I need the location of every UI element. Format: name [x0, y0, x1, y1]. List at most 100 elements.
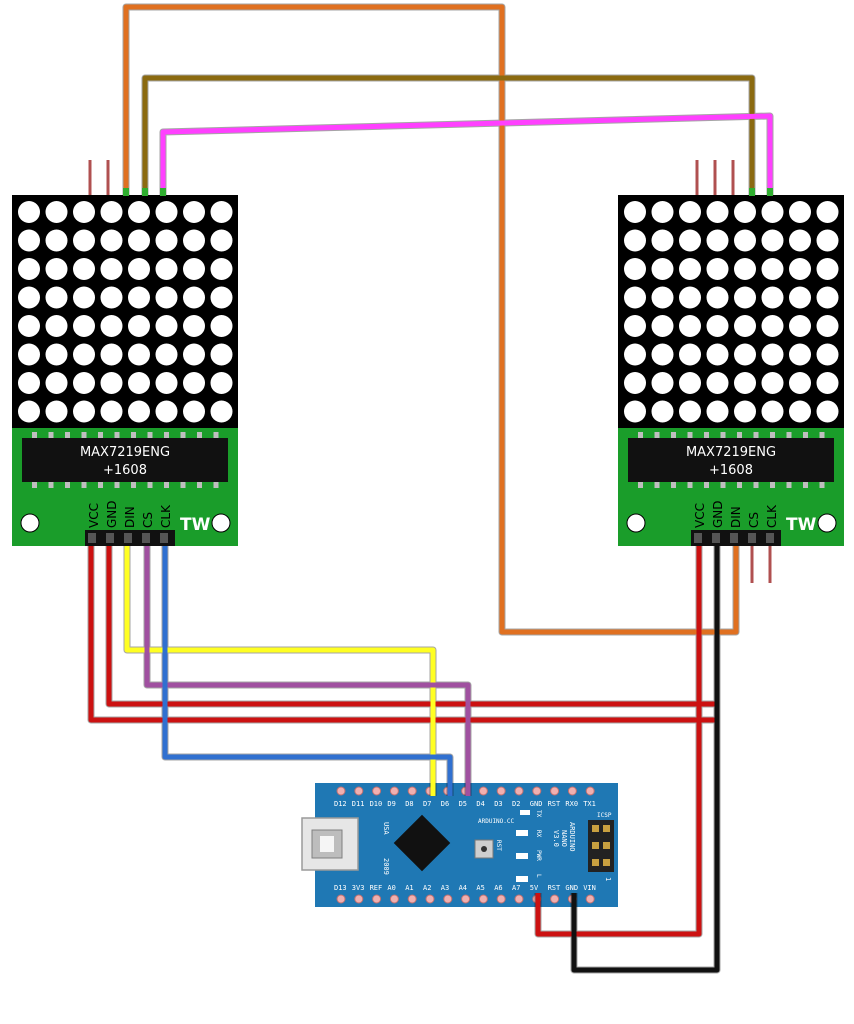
led-dot	[761, 258, 784, 280]
nano-pin-pad	[425, 894, 435, 904]
chip-left	[22, 438, 228, 482]
wire-orange-clk	[123, 4, 739, 635]
nano-board	[315, 783, 618, 907]
nano-pin-label: A6	[494, 884, 502, 892]
nano-pin-label: 5V	[530, 884, 539, 892]
led-dot	[734, 229, 756, 252]
led-matrix-left	[12, 195, 238, 428]
led-dot	[100, 343, 123, 366]
chip-leg	[803, 482, 808, 488]
led-dot	[73, 258, 95, 280]
nano-pin-label: A0	[387, 884, 395, 892]
led-dot	[183, 343, 205, 366]
chip-leg	[131, 432, 136, 438]
led-dot	[651, 372, 674, 394]
chip-leg	[803, 432, 808, 438]
led-dot	[128, 258, 150, 280]
chip-leg	[164, 482, 169, 488]
nano-pin-label: REF	[370, 884, 383, 892]
nano-pin-label: D9	[387, 800, 395, 808]
nano-pin-pad	[336, 894, 346, 904]
mount-hole-right-a	[626, 513, 646, 533]
led-dot	[651, 229, 674, 252]
chip-leg	[786, 482, 792, 488]
led-dot	[183, 400, 205, 423]
led-dot	[624, 258, 646, 280]
led-dot	[210, 400, 233, 423]
led-dot	[73, 400, 95, 423]
led-dot	[210, 315, 233, 337]
led-dot	[18, 400, 40, 423]
led-dot	[624, 372, 646, 394]
nano-pin-label: D5	[459, 800, 467, 808]
led-dot	[100, 229, 123, 252]
led-dot	[155, 343, 178, 366]
led-dot	[816, 372, 839, 394]
led-dot	[789, 372, 811, 394]
wire-end-markers	[123, 188, 773, 196]
led-dot	[183, 315, 205, 337]
led-dot	[100, 258, 123, 280]
nano-pin-label: D2	[512, 800, 520, 808]
led-dot	[624, 315, 646, 337]
led-dot	[210, 201, 233, 223]
chip-leg	[98, 482, 103, 488]
led-dot	[210, 258, 233, 280]
led-dot	[18, 372, 40, 394]
led-dot	[651, 400, 674, 423]
icsp-header	[588, 820, 614, 872]
chip-leg	[638, 432, 643, 438]
right-unused-pin-stubs	[750, 546, 772, 583]
led-dot	[651, 315, 674, 337]
chip-label-line1: MAX7219ENG	[80, 445, 170, 460]
chip-leg	[213, 432, 219, 438]
led-dot	[706, 201, 729, 223]
nano-pin-label: D6	[441, 800, 449, 808]
led-dot	[789, 229, 811, 252]
led-dot	[183, 229, 205, 252]
led-dot	[128, 201, 150, 223]
led-dot	[651, 343, 674, 366]
led-dot	[128, 229, 150, 252]
led-dot	[100, 315, 123, 337]
led-dot	[45, 400, 68, 423]
nano-pin-label: RX0	[565, 800, 578, 808]
chip-leg	[213, 482, 219, 488]
led-dot	[761, 286, 784, 309]
pin-label-din: DIN	[123, 506, 137, 528]
nano-pin-label: D4	[476, 800, 484, 808]
mount-hole-right-b	[817, 513, 837, 533]
nano-pin-pad	[336, 786, 346, 796]
led-dot	[45, 258, 68, 280]
led-dot	[734, 372, 756, 394]
led-dot	[706, 286, 729, 309]
chip-leg	[32, 482, 37, 488]
led-dot	[18, 229, 40, 252]
nano-pin-label: D12	[334, 800, 347, 808]
led-dot	[706, 315, 729, 337]
led-dot	[624, 286, 646, 309]
led-tx-label: TX	[535, 810, 542, 818]
chip-legs-left	[32, 432, 219, 488]
nano-pin-label: RST	[548, 800, 561, 808]
brand-label-left: TW	[180, 515, 211, 535]
bottom-header-left	[85, 530, 175, 546]
chip-leg	[753, 482, 759, 488]
led-dot	[73, 343, 95, 366]
led-dot	[816, 315, 839, 337]
chip-leg	[48, 482, 54, 488]
led-dot	[100, 400, 123, 423]
model-line3: V3.0	[552, 830, 560, 847]
chip-leg	[704, 432, 709, 438]
nano-pin-pad	[461, 894, 471, 904]
led-dot	[651, 286, 674, 309]
led-dot	[761, 343, 784, 366]
nano-pin-pad	[585, 786, 595, 796]
nano-pin-label: 3V3	[352, 884, 365, 892]
led-dot	[706, 229, 729, 252]
led-dot	[651, 258, 674, 280]
nano-pin-label: D3	[494, 800, 502, 808]
led-dot	[734, 286, 756, 309]
